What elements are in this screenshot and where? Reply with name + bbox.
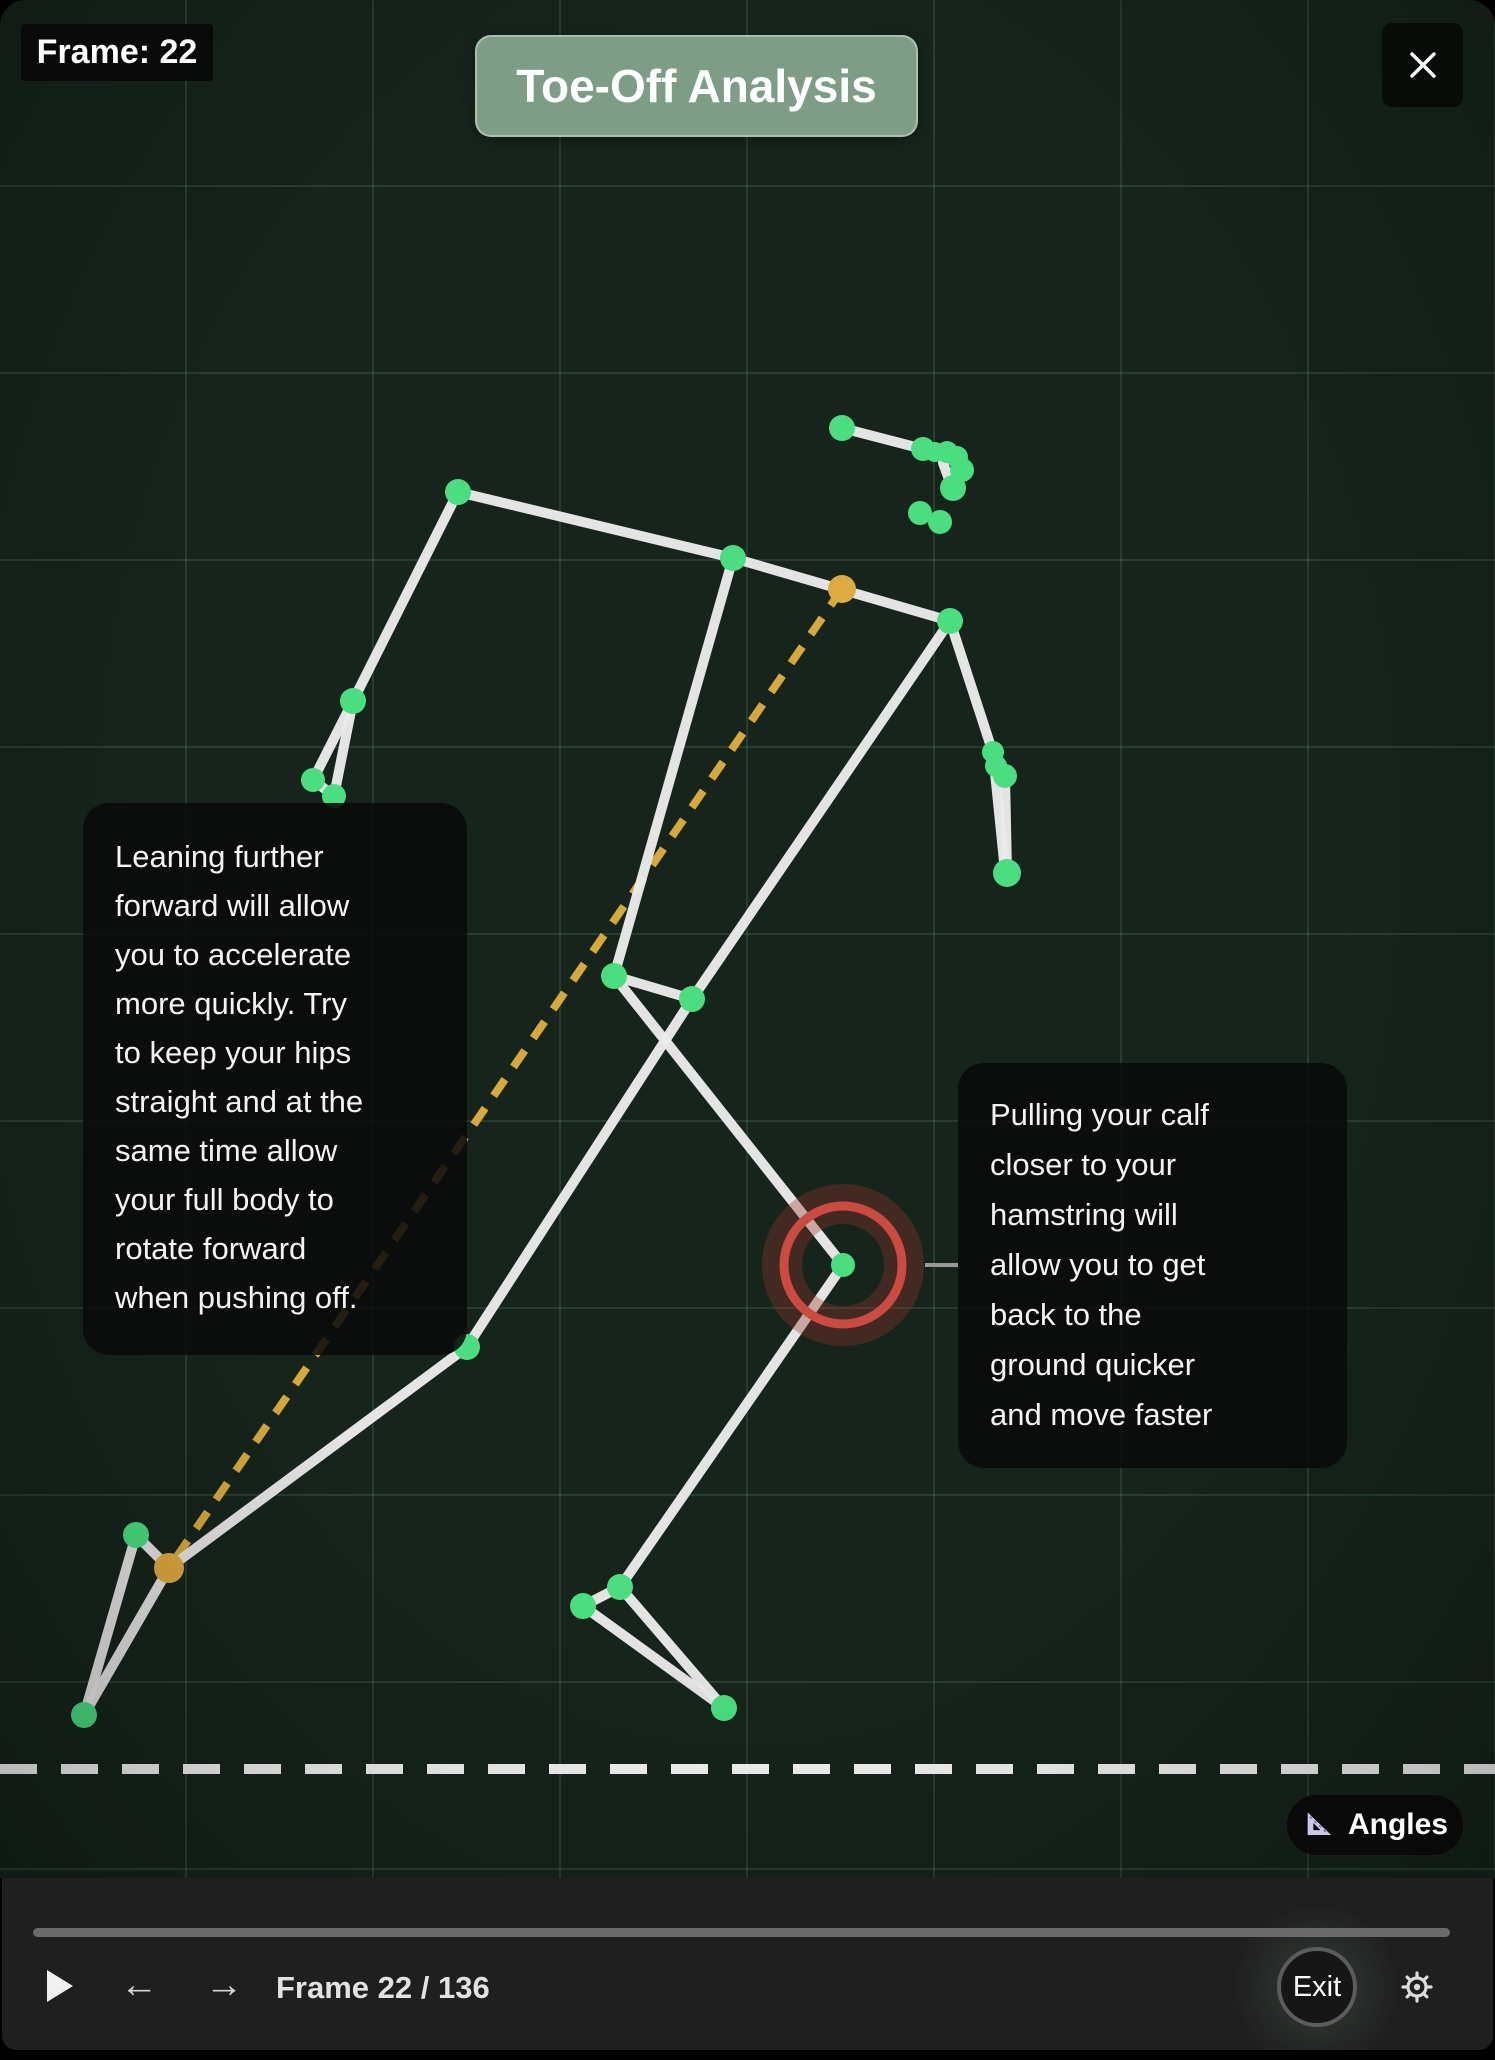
toe-off-markers bbox=[154, 575, 856, 1583]
frame-badge: Frame: 22 bbox=[21, 24, 213, 81]
exit-button[interactable]: Exit bbox=[1277, 1947, 1357, 2027]
angles-button-label: Angles bbox=[1347, 1808, 1449, 1841]
close-button[interactable] bbox=[1382, 23, 1463, 107]
transport-panel: ← → Frame 22 / 136 Exit bbox=[2, 1878, 1493, 2050]
set-square-icon bbox=[1302, 1806, 1336, 1845]
play-button[interactable] bbox=[47, 1970, 73, 2002]
frame-counter-label: Frame 22 / 136 bbox=[276, 1970, 490, 2005]
next-frame-button[interactable]: → bbox=[205, 1964, 243, 2006]
settings-button[interactable] bbox=[1395, 1965, 1439, 2009]
analysis-canvas: Leaning further forward will allow you t… bbox=[0, 0, 1495, 1878]
close-icon bbox=[1409, 52, 1436, 78]
skeleton-joints bbox=[71, 415, 1021, 1728]
calf-tip-callout: Pulling your calf closer to your hamstri… bbox=[958, 1063, 1347, 1468]
timeline-scrubber[interactable] bbox=[33, 1928, 1450, 1937]
previous-frame-button[interactable]: ← bbox=[120, 1964, 158, 2006]
lean-angle-dashed-line bbox=[165, 586, 846, 1571]
angles-button[interactable]: Angles bbox=[1287, 1795, 1463, 1855]
gear-icon bbox=[1401, 1971, 1433, 2003]
page-title: Toe-Off Analysis bbox=[475, 35, 918, 137]
pose-skeleton bbox=[0, 415, 1495, 1774]
lean-tip-callout: Leaning further forward will allow you t… bbox=[83, 803, 467, 1355]
knee-highlight-ring bbox=[762, 1184, 924, 1346]
